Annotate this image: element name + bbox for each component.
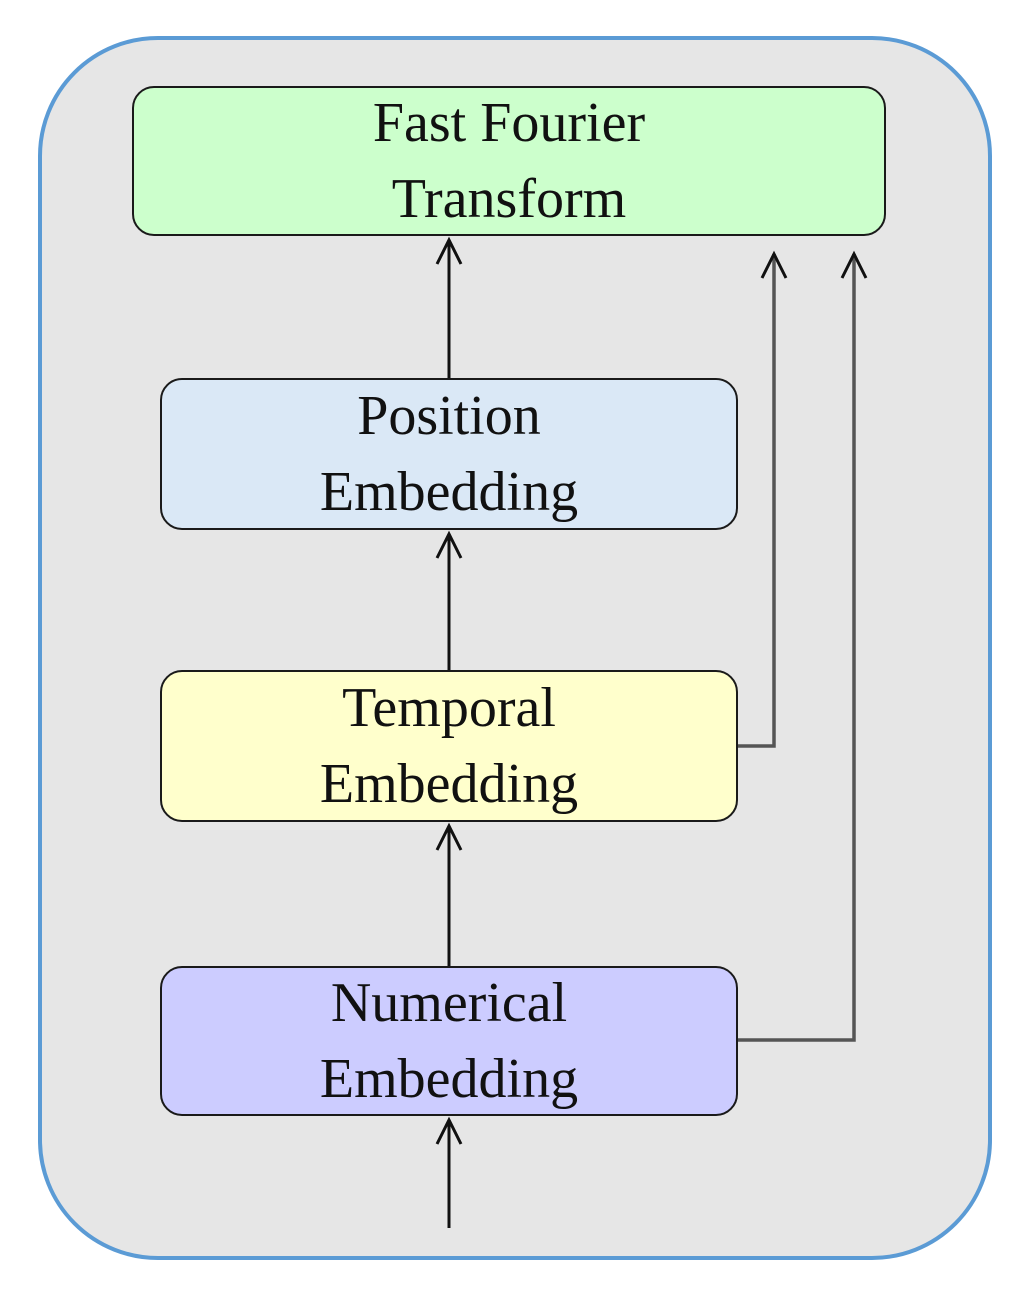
edge-numerical-to-temporal (435, 822, 463, 966)
node-label-line2: Transform (391, 168, 627, 230)
edge-position-to-fft (435, 236, 463, 378)
node-temporal-embedding: Temporal Embedding (160, 670, 738, 822)
node-label-line1: Numerical (330, 972, 568, 1034)
edge-input-to-numerical (435, 1116, 463, 1228)
node-label-line1: Temporal (342, 677, 556, 739)
node-numerical-embedding: Numerical Embedding (160, 966, 738, 1116)
node-label-line1: Position (357, 385, 541, 447)
node-label-line1: Fast Fourier (372, 92, 646, 154)
node-position-embedding: Position Embedding (160, 378, 738, 530)
node-fast-fourier-transform: Fast Fourier Transform (132, 86, 886, 236)
node-label-line2: Embedding (319, 753, 579, 815)
edge-temporal-to-position (435, 530, 463, 670)
node-label-line2: Embedding (319, 461, 579, 523)
edge-numerical-to-fft (738, 250, 868, 1042)
edge-temporal-to-fft (738, 250, 788, 748)
node-label-line2: Embedding (319, 1048, 579, 1110)
